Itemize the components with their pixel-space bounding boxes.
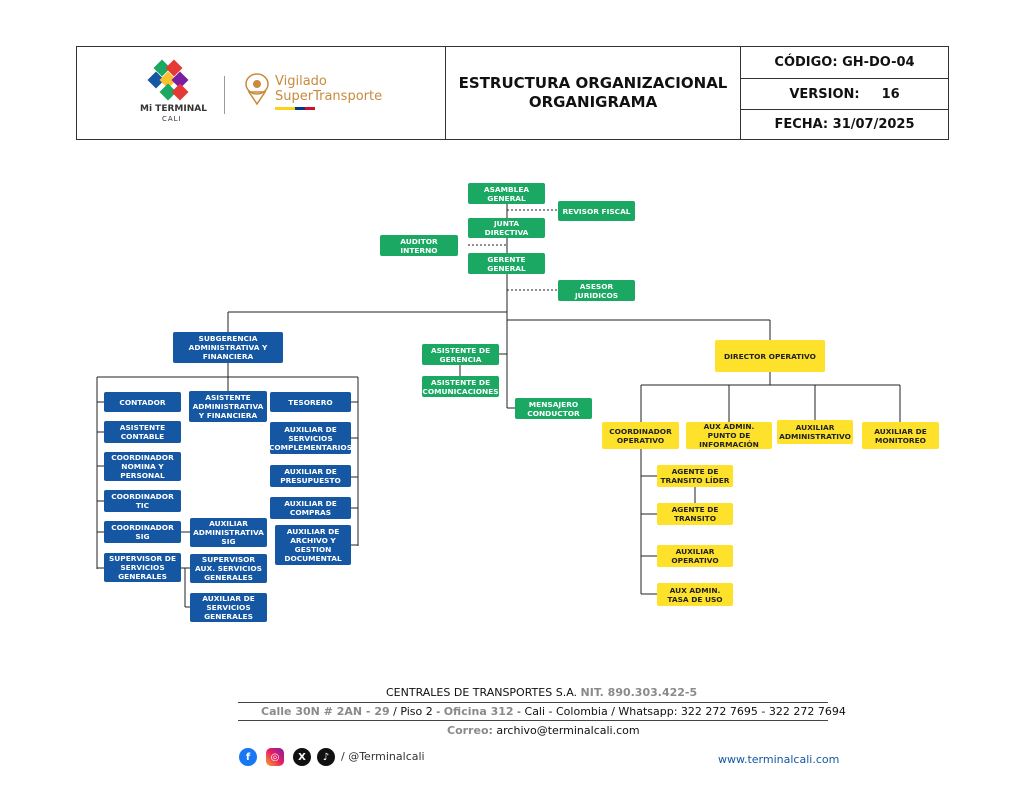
auxiliar-servicios-complementarios-box: AUXILIAR DE SERVICIOS COMPLEMENTARIOS [269,422,352,454]
vigilado-line1: Vigilado [275,74,327,89]
asistente-contable-box: ASISTENTE CONTABLE [104,421,181,443]
footer-correo-line: Correo: archivo@terminalcali.com [447,724,640,737]
asistente-administrativa-box: ASISTENTE ADMINISTRATIVA Y FINANCIERA [189,391,267,422]
agente-transito-lider-box: AGENTE DE TRANSITO LÍDER [657,465,733,487]
auxiliar-compras-box: AUXILIAR DE COMPRAS [270,497,351,519]
fecha-cell: FECHA: 31/07/2025 [740,109,949,140]
instagram-icon[interactable]: ◎ [266,748,284,766]
asistente-gerencia-box: ASISTENTE DE GERENCIA [422,344,499,365]
tiktok-icon[interactable]: ♪ [317,748,335,766]
footer-address-line: Calle 30N # 2AN - 29 / Piso 2 - Oficina … [261,705,846,718]
page-title: ESTRUCTURA ORGANIZACIONAL [458,74,728,92]
facebook-icon[interactable]: f [239,748,257,766]
agente-transito-box: AGENTE DE TRANSITO [657,503,733,525]
terminal-logo: Mi TERMINAL CALI [138,58,208,128]
director-operativo-box: DIRECTOR OPERATIVO [715,340,825,372]
junta-directiva-box: JUNTA DIRECTIVA [468,218,545,238]
footer-company-line: CENTRALES DE TRANSPORTES S.A. NIT. 890.3… [386,686,697,699]
fecha-text: FECHA: 31/07/2025 [774,117,915,132]
auxiliar-administrativa-sig-box: AUXILIAR ADMINISTRATIVA SIG [190,518,267,547]
footer-piso: / Piso 2 - [389,705,444,718]
vigilado-line2: SuperTransporte [275,89,383,104]
aux-admin-tasa-uso-box: AUX ADMIN. TASA DE USO [657,583,733,606]
footer-correo-value[interactable]: archivo@terminalcali.com [492,724,640,737]
gerente-general-box: GERENTE GENERAL [468,253,545,274]
footer-nit: NIT. 890.303.422-5 [580,686,698,699]
asesor-juridicos-box: ASESOR JURIDICOS [558,280,635,301]
footer-company: CENTRALES DE TRANSPORTES S.A. [386,686,578,699]
coordinador-tic-box: COORDINADOR TIC [104,490,181,512]
coordinador-operativo-box: COORDINADOR OPERATIVO [602,422,679,449]
footer-oficina: Oficina 312 [443,705,514,718]
header-title-cell: ESTRUCTURA ORGANIZACIONAL ORGANIGRAMA [445,46,741,140]
footer-correo-label: Correo: [447,724,493,737]
supervisor-servicios-generales-box: SUPERVISOR DE SERVICIOS GENERALES [104,553,181,582]
terminal-logo-icon [147,59,189,101]
footer-divider-top [238,702,828,703]
vigilado-logo: Vigilado SuperTransporte [243,72,383,112]
footer-website-link[interactable]: www.terminalcali.com [718,753,840,766]
version-value: 16 [881,86,900,102]
footer-address-rest: - Cali - Colombia / Whatsapp: 322 272 76… [513,705,846,718]
subgerencia-box: SUBGERENCIA ADMINISTRATIVA Y FINANCIERA [173,332,283,363]
revisor-fiscal-box: REVISOR FISCAL [558,201,635,221]
auxiliar-archivo-box: AUXILIAR DE ARCHIVO Y GESTION DOCUMENTAL [275,525,351,565]
coat-of-arms-icon [245,73,269,106]
logo-main-text: Mi TERMINAL [140,104,207,114]
auxiliar-monitoreo-box: AUXILIAR DE MONITOREO [862,422,939,449]
auxiliar-operativo-box: AUXILIAR OPERATIVO [657,545,733,567]
logo-city-text: CALI [162,115,182,123]
version-label: VERSION: [789,86,860,102]
coordinador-nomina-box: COORDINADOR NOMINA Y PERSONAL [104,452,181,481]
supervisor-aux-servicios-box: SUPERVISOR AUX. SERVICIOS GENERALES [190,554,267,583]
footer-divider-bottom [238,720,828,721]
coordinador-sig-box: COORDINADOR SIG [104,521,181,543]
codigo-text: CÓDIGO: GH-DO-04 [774,55,915,70]
asistente-comunicaciones-box: ASISTENTE DE COMUNICACIONES [422,376,499,397]
footer-calle: Calle 30N # 2AN - 29 [261,705,390,718]
footer-social-handle[interactable]: / @Terminalcali [341,750,425,763]
mensajero-conductor-box: MENSAJERO CONDUCTOR [515,398,592,419]
aux-admin-punto-informacion-box: AUX ADMIN. PUNTO DE INFORMACIÓN [686,422,772,449]
auditor-interno-box: AUDITOR INTERNO [380,235,458,256]
auxiliar-administrativo-box: AUXILIAR ADMINISTRATIVO [777,420,853,444]
tesorero-box: TESORERO [270,392,351,412]
colombia-flag-bar [275,107,315,110]
asamblea-general-box: ASAMBLEA GENERAL [468,183,545,204]
auxiliar-servicios-generales-box: AUXILIAR DE SERVICIOS GENERALES [190,593,267,622]
page-subtitle: ORGANIGRAMA [528,93,658,111]
x-icon[interactable]: X [293,748,311,766]
contador-box: CONTADOR [104,392,181,412]
auxiliar-presupuesto-box: AUXILIAR DE PRESUPUESTO [270,465,351,487]
logo-divider [224,76,225,114]
